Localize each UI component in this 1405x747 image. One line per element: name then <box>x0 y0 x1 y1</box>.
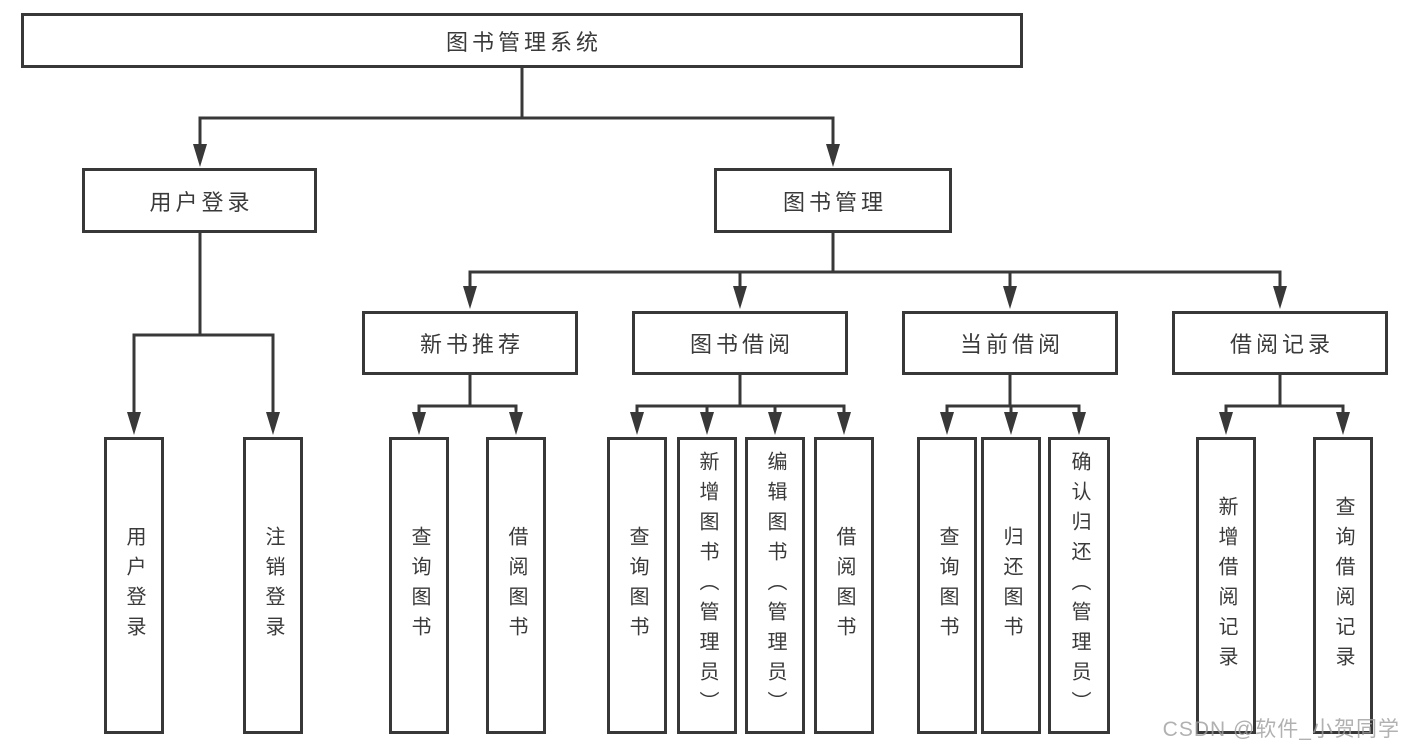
leaf-records-add-borrow-record: 新增借阅记录 <box>1196 437 1256 734</box>
leaf-borrow-edit-books-admin: 编辑图书（管理员） <box>745 437 805 734</box>
leaf-records-query-borrow-record: 查询借阅记录 <box>1313 437 1373 734</box>
leaf-current-query-books: 查询图书 <box>917 437 977 734</box>
leaf-newbook-borrow-books: 借阅图书 <box>486 437 546 734</box>
leaf-current-return-books: 归还图书 <box>981 437 1041 734</box>
node-label: 新书推荐 <box>419 332 524 357</box>
leaf-borrow-query-books: 查询图书 <box>607 437 667 734</box>
node-label: 借阅记录 <box>1229 332 1334 357</box>
node-library-management-system: 图书管理系统 <box>21 13 1023 68</box>
leaf-borrow-add-books-admin: 新增图书（管理员） <box>677 437 737 734</box>
node-label: 查询借阅记录 <box>1332 495 1354 676</box>
node-label: 查询图书 <box>626 525 648 646</box>
leaf-user-login: 用户登录 <box>104 437 164 734</box>
node-label: 确认归还（管理员） <box>1068 450 1090 721</box>
node-book-management: 图书管理 <box>714 168 952 233</box>
node-current-borrowing: 当前借阅 <box>902 311 1118 375</box>
node-label: 图书管理 <box>782 189 887 215</box>
node-label: 查询图书 <box>408 525 430 646</box>
node-label: 编辑图书（管理员） <box>764 450 786 721</box>
node-label: 图书管理系统 <box>445 29 602 55</box>
node-label: 归还图书 <box>1000 525 1022 646</box>
node-new-book-recommend: 新书推荐 <box>362 311 578 375</box>
node-label: 注销登录 <box>262 525 284 646</box>
node-book-borrowing: 图书借阅 <box>632 311 848 375</box>
node-label: 图书借阅 <box>689 332 794 357</box>
node-label: 用户登录 <box>123 525 145 646</box>
leaf-newbook-query-books: 查询图书 <box>389 437 449 734</box>
node-label: 新增借阅记录 <box>1215 495 1237 676</box>
node-label: 新增图书（管理员） <box>696 450 718 721</box>
node-label: 当前借阅 <box>959 332 1064 357</box>
node-label: 借阅图书 <box>505 525 527 646</box>
leaf-current-confirm-return-admin: 确认归还（管理员） <box>1048 437 1110 734</box>
node-label: 借阅图书 <box>833 525 855 646</box>
csdn-watermark: CSDN @软件_小贺同学 <box>1162 718 1400 741</box>
leaf-borrow-borrow-books: 借阅图书 <box>814 437 874 734</box>
node-label: 用户登录 <box>149 189 254 215</box>
node-user-login-branch: 用户登录 <box>82 168 317 233</box>
node-label: 查询图书 <box>936 525 958 646</box>
node-borrow-records: 借阅记录 <box>1172 311 1388 375</box>
leaf-logout: 注销登录 <box>243 437 303 734</box>
